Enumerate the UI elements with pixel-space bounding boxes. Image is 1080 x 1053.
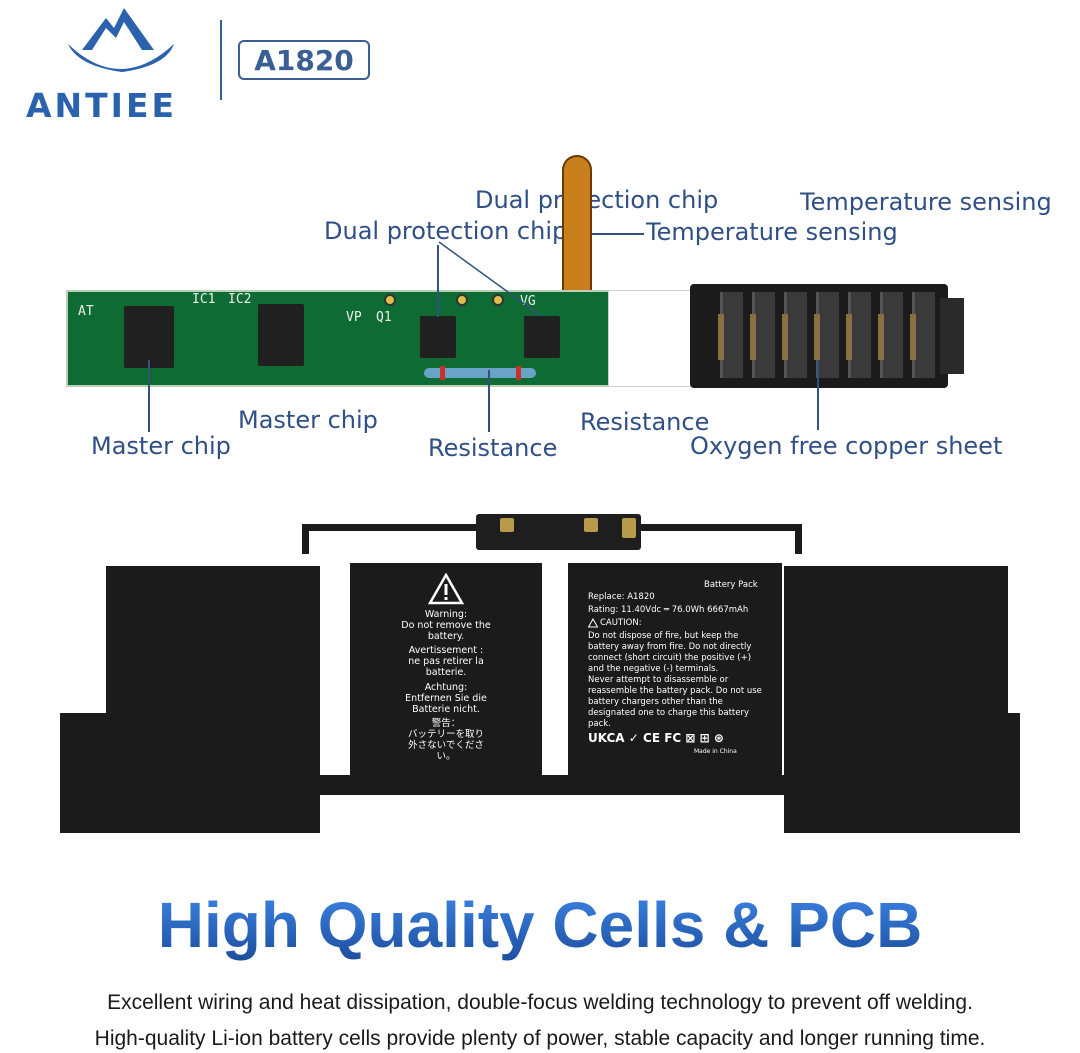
warning-japanese-title: 警告：	[431, 718, 461, 729]
label-oxygen-free-copper-sheet: Oxygen free copper sheet	[690, 432, 1003, 460]
connector-contact	[584, 518, 598, 532]
silk-vp: VP	[346, 310, 362, 325]
made-in-label: Made in China	[694, 748, 737, 755]
resistor	[424, 368, 536, 378]
connector-pin-copper	[910, 314, 916, 360]
leader-line	[592, 233, 644, 235]
battery-cell-left-bottom	[60, 713, 320, 833]
silk-at: AT	[78, 304, 94, 319]
copper-sheet-connector	[690, 284, 948, 388]
caution-triangle-icon	[588, 618, 598, 628]
master-chip-ic2	[258, 304, 304, 366]
battery-frame	[315, 775, 790, 795]
connector-end-cap	[940, 298, 964, 374]
warning-title: Warning:	[424, 609, 468, 620]
logo-divider	[220, 20, 222, 100]
warning-triangle-icon	[428, 573, 464, 605]
label-temperature-sensing: Temperature sensing	[646, 218, 898, 246]
protection-chip-2	[524, 316, 560, 358]
connector-contact	[622, 518, 636, 538]
solder-pad	[456, 294, 468, 306]
connector-pin-copper	[750, 314, 756, 360]
silk-vg: VG	[520, 294, 536, 309]
battery-cell-spec: Battery Pack Replace: A1820 Rating: 11.4…	[568, 563, 782, 777]
solder-pad	[384, 294, 396, 306]
resistor-band	[440, 366, 445, 380]
connector-contact	[500, 518, 514, 532]
caution-text-2: Never attempt to disassemble or reassemb…	[588, 675, 762, 729]
certification-marks: UKCA ✓ CE FC ⊠ ⊞ ⊛	[588, 731, 724, 745]
silk-ic1: IC1	[192, 292, 216, 307]
description-line-2: High-quality Li-ion battery cells provid…	[94, 1027, 986, 1050]
replace-model: Replace: A1820	[588, 592, 655, 602]
warning-english: Do not remove the battery.	[401, 620, 491, 642]
brand-name: ANTIEE	[26, 86, 178, 125]
label-dual-protection-chip-top: Dual protection chip	[475, 186, 719, 214]
label-resistance-upper: Resistance	[580, 408, 710, 436]
label-master-chip-upper: Master chip	[238, 406, 378, 434]
warning-german-title: Achtung:	[424, 682, 468, 693]
resistor-band	[516, 366, 521, 380]
warning-german: Entfernen Sie die Batterie nicht.	[405, 693, 487, 715]
battery-cell-warning: Warning: Do not remove the battery. Aver…	[350, 563, 542, 777]
temperature-sensor-cable	[562, 155, 592, 295]
leader-line	[817, 360, 819, 430]
leader-line	[488, 370, 490, 432]
pcb-white-section	[608, 290, 693, 387]
connector-pin-copper	[814, 314, 820, 360]
connector-pin-copper	[846, 314, 852, 360]
warning-french-title: Avertissement :	[408, 645, 484, 656]
silk-ic2: IC2	[228, 292, 252, 307]
pcb-board: AT IC1 IC2 VP Q1 VG	[66, 290, 610, 387]
mountain-logo-icon	[68, 8, 174, 72]
warning-japanese: バッテリーを取り外さないでください。	[408, 729, 485, 762]
battery-rating: Rating: 11.40Vdc ═ 76.0Wh 6667mAh	[588, 605, 749, 615]
solder-pad	[492, 294, 504, 306]
caution-text-1: Do not dispose of fire, but keep the bat…	[588, 631, 752, 674]
leader-line	[148, 360, 150, 432]
leader-line	[437, 245, 439, 317]
headline: High Quality Cells & PCB	[0, 888, 1080, 962]
warning-french: ne pas retirer la batterie.	[408, 656, 484, 678]
master-chip-ic1	[124, 306, 174, 368]
description-line-1: Excellent wiring and heat dissipation, d…	[107, 991, 973, 1014]
battery-pack-label: Battery Pack	[704, 580, 758, 590]
battery-cell-right-bottom	[784, 713, 1020, 833]
caution-title: CAUTION:	[600, 618, 642, 628]
protection-chip-1	[420, 316, 456, 358]
battery-cell-right-top	[784, 566, 1008, 716]
connector-pin-copper	[718, 314, 724, 360]
silk-q1: Q1	[376, 310, 392, 325]
label-temperature-sensing-top: Temperature sensing	[800, 188, 1052, 216]
label-resistance-lower: Resistance	[428, 434, 558, 462]
leader-line-diagonal	[438, 241, 542, 317]
label-dual-protection-chip: Dual protection chip	[324, 217, 568, 245]
model-badge: A1820	[238, 40, 370, 80]
connector-pin-copper	[782, 314, 788, 360]
connector-pin-copper	[878, 314, 884, 360]
battery-cell-left-top	[106, 566, 320, 716]
label-master-chip-lower: Master chip	[91, 432, 231, 460]
